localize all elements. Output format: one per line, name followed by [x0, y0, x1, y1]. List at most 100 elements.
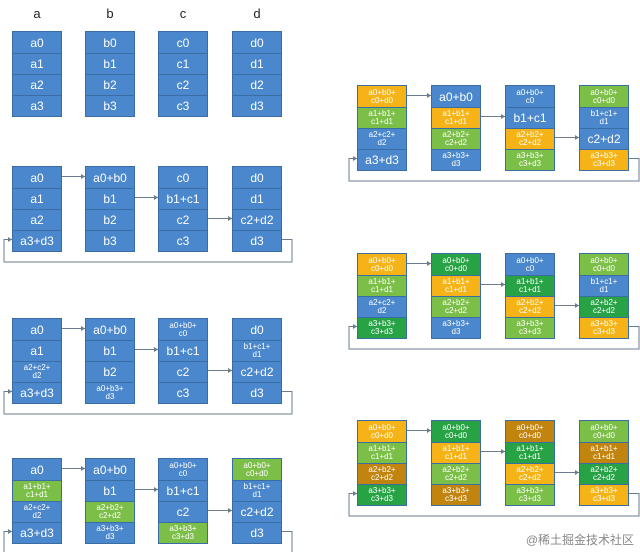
- left-step-3-cell-b0: a0+b0: [86, 459, 134, 480]
- left-step-1-cell-a1: a1: [13, 188, 61, 209]
- arrowhead: [427, 93, 431, 98]
- right-step-4-cell-d2: c2+d2: [580, 128, 628, 149]
- right-step-6-cell-d1: a1+b1+ c1+d1: [580, 442, 628, 463]
- arrowhead: [8, 529, 12, 534]
- column-header-b: b: [106, 6, 114, 21]
- right-step-5-cell-c0: a0+b0+ c0: [506, 254, 554, 275]
- left-step-3-cell-a0: a0: [13, 459, 61, 480]
- right-step-4-cell-a0: a0+b0+ c0+d0: [358, 86, 406, 107]
- right-step-5-cell-d0: a0+b0+ c0+d0: [580, 254, 628, 275]
- right-step-6-cell-a3: a3+b3+ c3+d3: [358, 484, 406, 505]
- left-step-2-cell-a2: a2+c2+ d2: [13, 361, 61, 382]
- right-step-5-cell-d1: b1+c1+ d1: [580, 275, 628, 296]
- left-step-2-cell-b3: a0+b3+ d3: [86, 382, 134, 403]
- left-step-2-cell-a3: a3+d3: [13, 382, 61, 403]
- right-step-6-cell-c2: a2+b2+ c2+d2: [506, 463, 554, 484]
- left-step-1-cell-d1: d1: [233, 188, 281, 209]
- left-step-0-initial-cell-a3: a3: [13, 95, 61, 116]
- left-step-3-cell-b1: b1: [86, 480, 134, 501]
- connector-line: [3, 239, 293, 263]
- left-step-2-cell-b2: b2: [86, 361, 134, 382]
- left-step-1-cell-b1: b1: [86, 188, 134, 209]
- left-step-1-cell-a3: a3+d3: [13, 230, 61, 251]
- left-step-2-cell-d1: b1+c1+ d1: [233, 340, 281, 361]
- right-step-6-cell-b3: a3+b3+ c3+d3: [432, 484, 480, 505]
- arrowhead: [427, 261, 431, 266]
- left-step-2-cell-d3: d3: [233, 382, 281, 403]
- left-step-3-cell-d2: c2+d2: [233, 501, 281, 522]
- left-step-3-cell-d0: a0+b0+ c0+d0: [233, 459, 281, 480]
- right-step-5-cell-b3: a3+b3+ d3: [432, 317, 480, 338]
- left-step-3-cell-a2: a2+c2+ d2: [13, 501, 61, 522]
- arrowhead: [81, 174, 85, 179]
- right-step-4-cell-c0: a0+b0+ c0: [506, 86, 554, 107]
- arrowhead: [501, 449, 505, 454]
- arrowhead: [154, 347, 158, 352]
- left-step-0-initial-cell-d1: d1: [233, 53, 281, 74]
- right-step-6-cell-c1: a1+b1+ c1+d1: [506, 442, 554, 463]
- arrowhead: [154, 487, 158, 492]
- left-step-2-cell-a0: a0: [13, 319, 61, 340]
- right-step-6-cell-d0: a0+b0+ c0+d0: [580, 421, 628, 442]
- watermark: @稀土掘金技术社区: [525, 533, 634, 547]
- arrowhead: [427, 428, 431, 433]
- right-step-4-cell-b2: a2+b2+ c2+d2: [432, 128, 480, 149]
- connector-line: [3, 391, 293, 415]
- right-step-4-cell-a3: a3+d3: [358, 149, 406, 170]
- right-step-6-cell-d2: a2+b2+ c2+d2: [580, 463, 628, 484]
- left-step-2-cell-c0: a0+b0+ c0: [159, 319, 207, 340]
- left-step-1-cell-b0: a0+b0: [86, 167, 134, 188]
- right-step-6-cell-b2: a2+b2+ c2+d2: [432, 463, 480, 484]
- connector-line: [348, 158, 640, 182]
- arrowhead: [81, 466, 85, 471]
- arrowhead: [353, 324, 357, 329]
- left-step-1-cell-b2: b2: [86, 209, 134, 230]
- left-step-3-cell-c3: a3+b3+ c3+d3: [159, 522, 207, 543]
- right-step-4-cell-b1: a1+b1+ c1+d1: [432, 107, 480, 128]
- left-step-0-initial-cell-c0: c0: [159, 32, 207, 53]
- left-step-0-initial-cell-a1: a1: [13, 53, 61, 74]
- arrowhead: [228, 368, 232, 373]
- left-step-3-cell-d1: b1+c1+ d1: [233, 480, 281, 501]
- right-step-5-cell-a0: a0+b0+ c0+d0: [358, 254, 406, 275]
- left-step-1-cell-d3: d3: [233, 230, 281, 251]
- right-step-4-cell-a1: a1+b1+ c1+d1: [358, 107, 406, 128]
- left-step-2-cell-d2: c2+d2: [233, 361, 281, 382]
- right-step-6-cell-a0: a0+b0+ c0+d0: [358, 421, 406, 442]
- arrowhead: [353, 491, 357, 496]
- column-header-a: a: [33, 6, 41, 21]
- left-step-3-cell-a1: a1+b1+ c1+d1: [13, 480, 61, 501]
- left-step-1-cell-a2: a2: [13, 209, 61, 230]
- left-step-1-cell-c2: c2: [159, 209, 207, 230]
- right-step-4-cell-a2: a2+c2+ d2: [358, 128, 406, 149]
- left-step-0-initial-cell-c2: c2: [159, 74, 207, 95]
- arrowhead: [501, 114, 505, 119]
- right-step-4-cell-b3: a3+b3+ d3: [432, 149, 480, 170]
- right-step-5-cell-b1: a1+b1+ c1+d1: [432, 275, 480, 296]
- right-step-4-cell-d3: a3+b3+ c3+d3: [580, 149, 628, 170]
- right-step-5-cell-d2: a2+b2+ c2+d2: [580, 296, 628, 317]
- arrowhead: [154, 195, 158, 200]
- left-step-1-cell-b3: b3: [86, 230, 134, 251]
- right-step-6-cell-b1: a1+b1+ c1+d1: [432, 442, 480, 463]
- left-step-1-cell-c3: c3: [159, 230, 207, 251]
- right-step-4-cell-c3: a3+b3+ c3+d3: [506, 149, 554, 170]
- connector-line: [348, 326, 640, 350]
- left-step-3-cell-d3: d3: [233, 522, 281, 543]
- arrowhead: [575, 470, 579, 475]
